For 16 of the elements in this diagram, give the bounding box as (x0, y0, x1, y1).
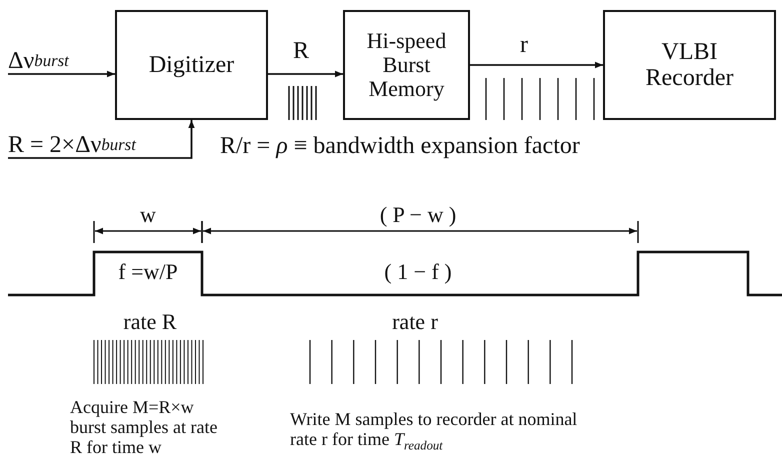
dimension-label: ( P − w ) (380, 203, 456, 228)
rate-label: rate r (392, 310, 438, 334)
block-box: VLBI Recorder (603, 10, 776, 120)
equation: R/r = ρ ≡ bandwidth expansion factor (220, 133, 580, 160)
dimension-label: w (140, 203, 156, 228)
block-box: Hi-speed Burst Memory (343, 10, 470, 120)
description-text: Acquire M=R×w burst samples at rate R for time w (70, 398, 218, 458)
pulse-label: ( 1 − f ) (384, 260, 452, 284)
arrow (268, 70, 343, 78)
pulse-label: f =w/P (118, 260, 178, 284)
rate-label: rate R (123, 310, 177, 334)
arrow (8, 70, 115, 78)
arrow (8, 120, 195, 159)
description-text: Write M samples to recorder at nominal rate r for time T$_{readout}$ (290, 410, 578, 454)
arrow (470, 62, 603, 68)
block-box: Digitizer (115, 10, 268, 120)
